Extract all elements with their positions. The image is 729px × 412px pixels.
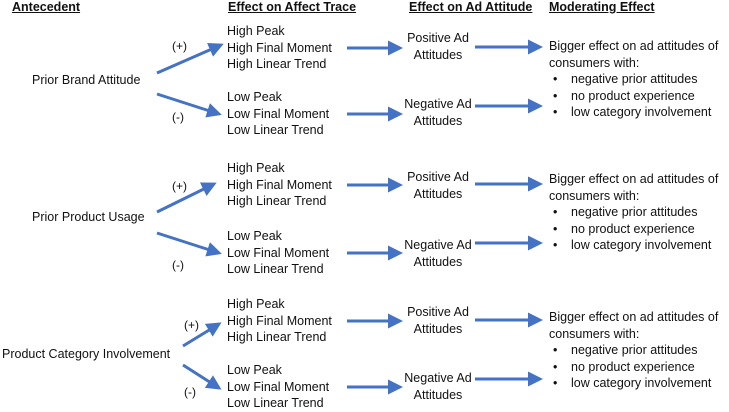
antecedent-label: Product Category Involvement (2, 347, 171, 361)
moderating-intro: Bigger effect on ad attitudes of (549, 310, 719, 324)
sign-negative: (-) (184, 385, 196, 399)
moderating-effect: Bigger effect on ad attitudes of consume… (549, 309, 718, 392)
trace-linear-trend: Low Linear Trend (227, 262, 324, 276)
moderating-bullet: negative prior attitudes (549, 342, 718, 359)
header-antecedent: Antecedent (12, 0, 81, 14)
attitude-line: Attitudes (413, 186, 463, 201)
affect-trace-low: Low Peak Low Final Moment Low Linear Tre… (227, 228, 329, 278)
moderating-effect: Bigger effect on ad attitudes of consume… (549, 171, 718, 254)
affect-trace-high: High Peak High Final Moment High Linear … (227, 23, 332, 73)
moderating-bullet: negative prior attitudes (549, 71, 718, 88)
trace-peak: High Peak (227, 24, 285, 38)
sign-negative: (-) (172, 258, 184, 272)
arrow-brand-negative (156, 92, 222, 118)
trace-peak: Low Peak (227, 90, 282, 104)
header-moderating-effect: Moderating Effect (549, 0, 655, 14)
trace-linear-trend: High Linear Trend (227, 330, 327, 344)
ad-attitude-positive: Positive Ad Attitudes (396, 169, 480, 202)
moderating-bullet: no product experience (549, 221, 718, 238)
trace-linear-trend: Low Linear Trend (227, 123, 324, 137)
ad-attitude-negative: Negative Ad Attitudes (396, 370, 480, 403)
moderating-intro: consumers with: (549, 55, 640, 70)
attitude-line: Negative Ad (404, 97, 472, 111)
trace-peak: Low Peak (227, 229, 282, 243)
moderating-bullet: low category involvement (549, 237, 718, 254)
attitude-line: Attitudes (413, 387, 463, 402)
attitude-line: Attitudes (413, 321, 463, 336)
trace-peak: High Peak (227, 297, 285, 311)
moderating-bullet: low category involvement (549, 375, 718, 392)
trace-linear-trend: High Linear Trend (227, 194, 327, 208)
arrow-involvement-positive (182, 322, 222, 348)
attitude-line: Positive Ad (407, 170, 469, 184)
antecedent-label: Prior Brand Attitude (32, 73, 141, 87)
sign-positive: (+) (172, 179, 187, 193)
moderating-intro: consumers with: (549, 188, 640, 203)
trace-final-moment: High Final Moment (227, 313, 332, 328)
antecedent-label: Prior Product Usage (32, 210, 145, 224)
moderating-intro: Bigger effect on ad attitudes of (549, 172, 719, 186)
arrow-usage-negative (156, 231, 222, 257)
trace-final-moment: Low Final Moment (227, 106, 330, 121)
moderating-bullet: negative prior attitudes (549, 204, 718, 221)
trace-final-moment: High Final Moment (227, 177, 332, 192)
moderating-intro: Bigger effect on ad attitudes of (549, 39, 719, 53)
moderating-bullet: no product experience (549, 88, 718, 105)
moderating-effect: Bigger effect on ad attitudes of consume… (549, 38, 718, 121)
header-ad-attitude: Effect on Ad Attitude (409, 0, 533, 14)
ad-attitude-positive: Positive Ad Attitudes (396, 304, 480, 337)
attitude-line: Attitudes (413, 254, 463, 269)
trace-linear-trend: High Linear Trend (227, 57, 327, 71)
affect-trace-low: Low Peak Low Final Moment Low Linear Tre… (227, 362, 329, 412)
trace-final-moment: Low Final Moment (227, 245, 330, 260)
moderating-list: negative prior attitudes no product expe… (549, 342, 718, 392)
moderating-list: negative prior attitudes no product expe… (549, 71, 718, 121)
affect-trace-low: Low Peak Low Final Moment Low Linear Tre… (227, 89, 329, 139)
sign-positive: (+) (172, 39, 187, 53)
moderating-bullet: no product experience (549, 359, 718, 376)
sign-positive: (+) (184, 318, 199, 332)
attitude-line: Positive Ad (407, 305, 469, 319)
trace-final-moment: Low Final Moment (227, 379, 330, 394)
sign-negative: (-) (172, 110, 184, 124)
arrow-usage-positive (156, 182, 217, 214)
attitude-line: Positive Ad (407, 31, 469, 45)
attitude-line: Attitudes (413, 113, 463, 128)
moderating-bullet: low category involvement (549, 104, 718, 121)
attitude-line: Negative Ad (404, 238, 472, 252)
ad-attitude-negative: Negative Ad Attitudes (396, 237, 480, 270)
header-affect-trace: Effect on Affect Trace (228, 0, 357, 14)
trace-final-moment: High Final Moment (227, 40, 332, 55)
trace-peak: High Peak (227, 161, 285, 175)
trace-linear-trend: Low Linear Trend (227, 396, 324, 410)
ad-attitude-positive: Positive Ad Attitudes (396, 30, 480, 63)
attitude-line: Negative Ad (404, 371, 472, 385)
affect-trace-high: High Peak High Final Moment High Linear … (227, 160, 332, 210)
arrow-involvement-negative (182, 363, 222, 390)
attitude-line: Attitudes (413, 47, 463, 62)
ad-attitude-negative: Negative Ad Attitudes (396, 96, 480, 129)
affect-trace-high: High Peak High Final Moment High Linear … (227, 296, 332, 346)
arrow-brand-positive (156, 42, 224, 75)
moderating-list: negative prior attitudes no product expe… (549, 204, 718, 254)
moderating-intro: consumers with: (549, 326, 640, 341)
trace-peak: Low Peak (227, 363, 282, 377)
